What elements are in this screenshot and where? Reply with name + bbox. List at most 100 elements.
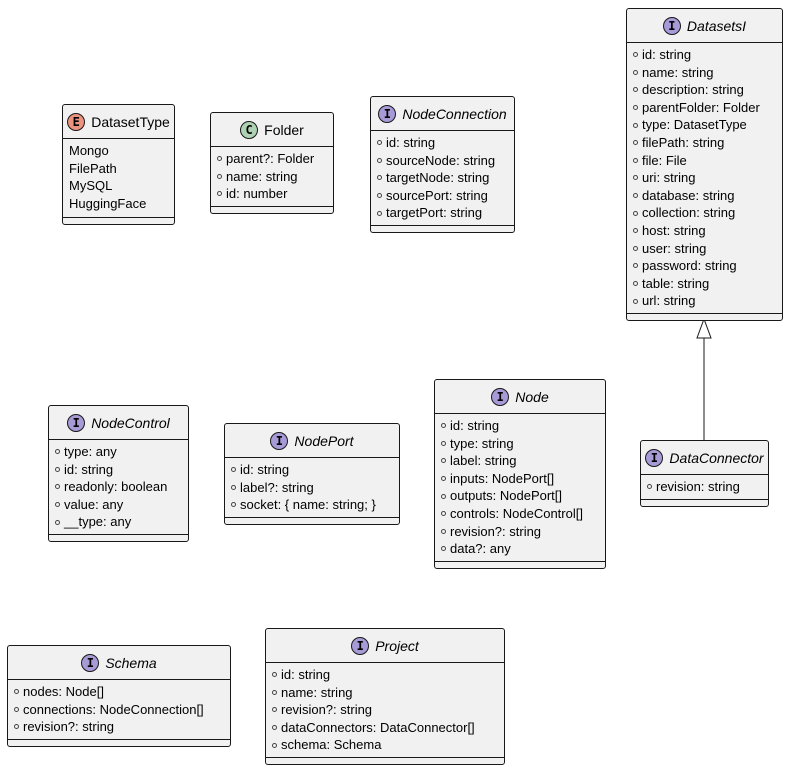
element-name: Folder — [264, 121, 304, 138]
public-visibility-icon — [272, 689, 277, 695]
public-visibility-icon — [441, 423, 446, 429]
public-visibility-icon — [217, 156, 222, 162]
public-visibility-icon — [377, 210, 382, 216]
member-text: nodes: Node[] — [23, 684, 104, 699]
public-visibility-icon — [633, 105, 638, 111]
member-text: revision?: string — [281, 702, 373, 718]
interface-badge-icon: I — [645, 448, 664, 467]
public-visibility-icon — [377, 193, 382, 199]
member-row: controls: NodeControl[] — [441, 505, 599, 523]
member-row: name: string — [217, 168, 327, 186]
member-text: type: string — [450, 435, 514, 451]
public-visibility-icon — [633, 193, 638, 199]
member-row: type: DatasetType — [633, 116, 776, 134]
member-row: filePath: string — [633, 134, 776, 152]
public-visibility-icon — [377, 175, 382, 181]
public-visibility-icon — [231, 502, 236, 508]
member-text: dataConnectors: DataConnector[] — [281, 719, 475, 735]
public-visibility-icon — [14, 706, 19, 712]
public-visibility-icon — [217, 191, 222, 197]
generalization-arrowhead — [696, 317, 712, 339]
member-row: value: any — [55, 496, 182, 514]
enum-literal: FilePath — [69, 160, 117, 176]
public-visibility-icon — [441, 511, 446, 517]
member-row: collection: string — [633, 204, 776, 222]
member-text: id: string — [450, 418, 500, 433]
public-visibility-icon — [633, 175, 638, 181]
member-text: sourceNode: string — [386, 152, 496, 168]
public-visibility-icon — [633, 263, 638, 269]
interface-badge-icon: I — [270, 431, 289, 450]
member-row: type: any — [55, 443, 182, 461]
member-row: user: string — [633, 240, 776, 258]
member-text: name: string — [281, 684, 353, 700]
member-text: type: any — [64, 444, 117, 459]
public-visibility-icon — [231, 467, 236, 473]
member-row: label: string — [441, 452, 599, 470]
member-text: id: string — [240, 462, 290, 477]
public-visibility-icon — [55, 484, 60, 490]
member-row: revision?: string — [272, 701, 498, 719]
member-text: user: string — [642, 240, 707, 256]
public-visibility-icon — [55, 449, 60, 455]
member-row: type: string — [441, 435, 599, 453]
public-visibility-icon — [441, 476, 446, 482]
member-text: label: string — [450, 453, 517, 469]
member-text: name: string — [642, 64, 714, 80]
public-visibility-icon — [272, 742, 277, 748]
public-visibility-icon — [441, 493, 446, 499]
member-text: controls: NodeControl[] — [450, 505, 583, 521]
public-visibility-icon — [14, 724, 19, 730]
member-row: inputs: NodePort[] — [441, 470, 599, 488]
member-text: schema: Schema — [281, 737, 382, 753]
member-row: readonly: boolean — [55, 478, 182, 496]
public-visibility-icon — [633, 228, 638, 234]
member-row: targetPort: string — [377, 204, 508, 222]
public-visibility-icon — [633, 157, 638, 163]
member-text: revision?: string — [23, 719, 115, 735]
member-row: data?: any — [441, 540, 599, 558]
member-row: table: string — [633, 275, 776, 293]
member-text: inputs: NodePort[] — [450, 470, 555, 486]
methods-compartment — [435, 562, 605, 568]
public-visibility-icon — [377, 140, 382, 146]
element-name: DatasetType — [91, 113, 170, 130]
interface-badge-icon: I — [81, 653, 100, 672]
interface-badge-icon: I — [67, 413, 86, 432]
public-visibility-icon — [217, 173, 222, 179]
member-text: revision?: string — [450, 523, 542, 539]
member-row: sourcePort: string — [377, 187, 508, 205]
member-text: filePath: string — [642, 134, 725, 150]
member-row: id: string — [272, 666, 498, 684]
member-text: outputs: NodePort[] — [450, 488, 563, 504]
member-text: label?: string — [240, 479, 314, 495]
member-text: targetNode: string — [386, 170, 490, 186]
interface-badge-icon: I — [491, 387, 510, 406]
public-visibility-icon — [441, 546, 446, 552]
interface-badge-icon: I — [351, 636, 370, 655]
member-text: description: string — [642, 82, 744, 98]
member-row: sourceNode: string — [377, 152, 508, 170]
member-row: revision: string — [647, 478, 762, 496]
public-visibility-icon — [633, 122, 638, 128]
member-row: id: number — [217, 185, 327, 203]
member-text: id: string — [386, 135, 436, 150]
member-text: type: DatasetType — [642, 117, 747, 133]
member-text: url: string — [642, 293, 696, 309]
member-row: id: string — [377, 134, 508, 152]
member-row: name: string — [633, 64, 776, 82]
member-text: data?: any — [450, 541, 511, 557]
element-name: DatasetsI — [686, 17, 747, 34]
interface-badge-icon: I — [378, 104, 397, 123]
member-row: socket: { name: string; } — [231, 496, 393, 514]
